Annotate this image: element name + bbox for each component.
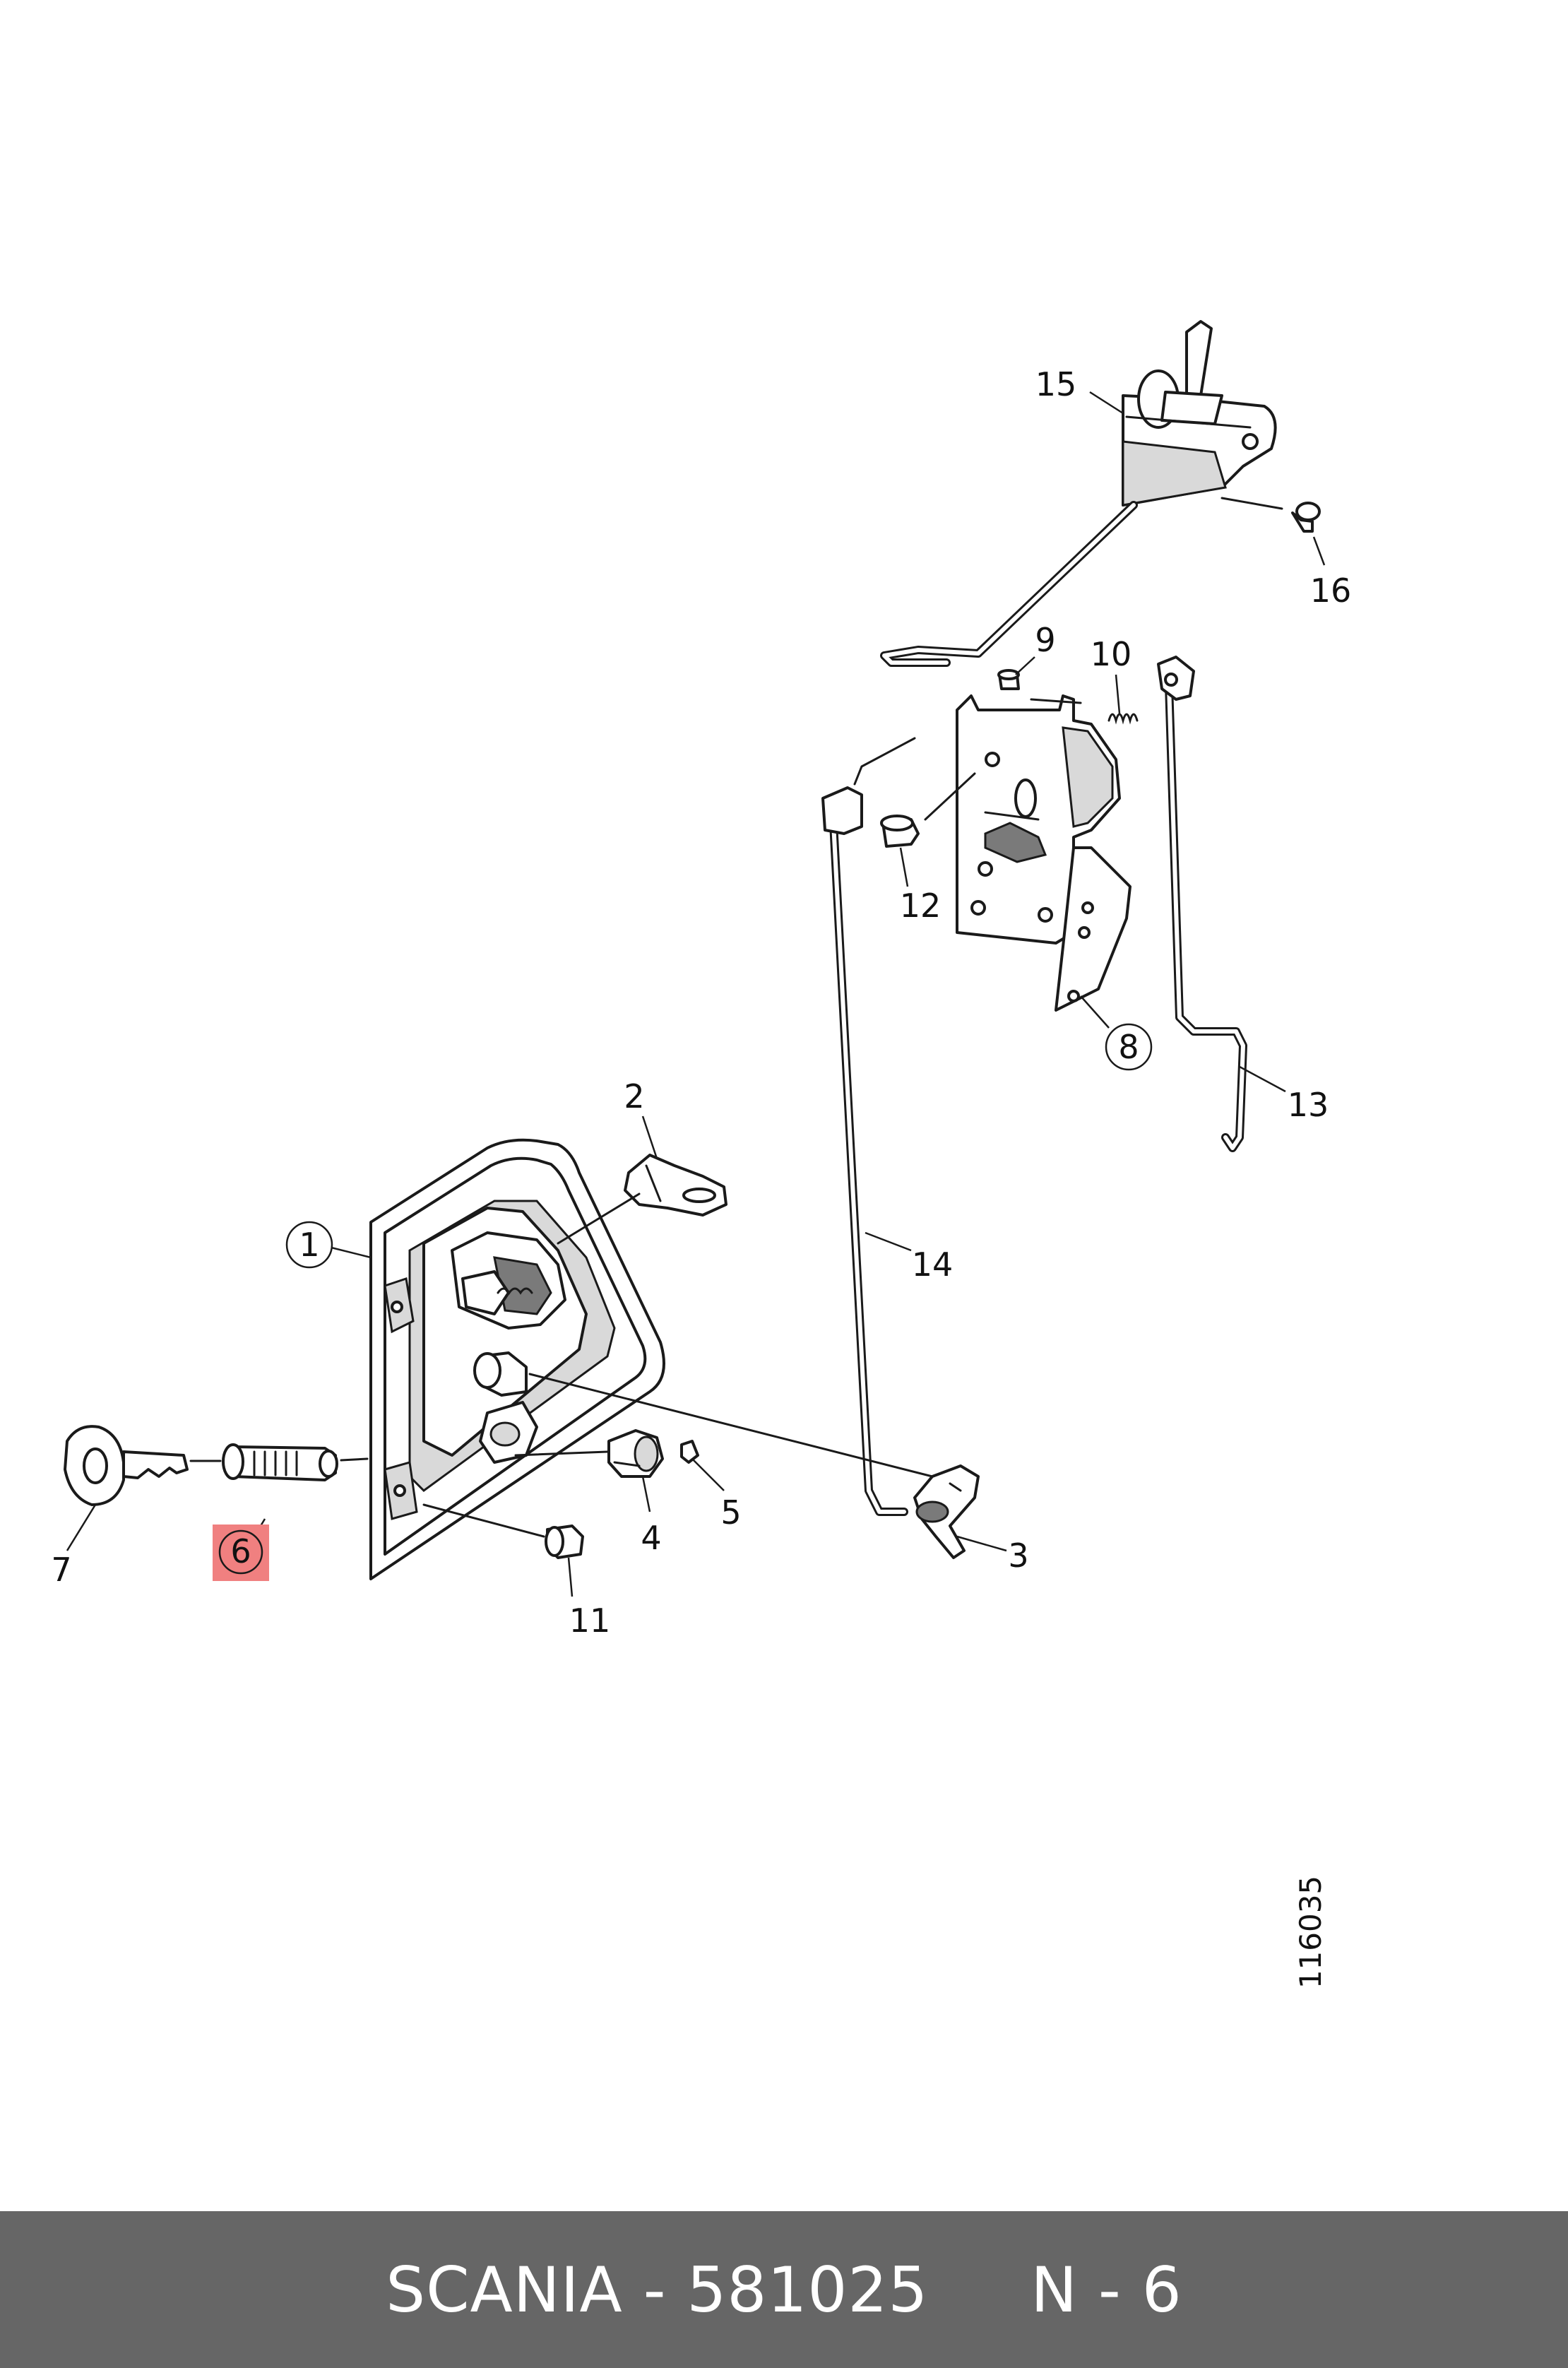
- part-2-clip: [624, 1154, 727, 1216]
- part-11-screw: [545, 1525, 584, 1559]
- callout-13: 13: [1288, 1086, 1329, 1124]
- assembly-lines: [189, 497, 1283, 1538]
- part-16-screw: [1291, 502, 1321, 533]
- part-9-clip: [997, 669, 1020, 690]
- callout-10: 10: [1091, 635, 1132, 673]
- exploded-parts-diagram: 1 2 3 4 5 6 7 8 9 10 11 12 13 14 15 16 1…: [51, 320, 1352, 1989]
- part-7-key: [64, 1425, 189, 1506]
- callout-circle-6: [218, 1529, 263, 1575]
- callout-6-highlight: [213, 1525, 269, 1581]
- part-6-lock-cylinder: [222, 1443, 338, 1481]
- callout-8: 8: [1118, 1028, 1139, 1066]
- callout-circle-1: [285, 1221, 333, 1269]
- part-3-lever: [913, 1464, 980, 1559]
- callout-3: 3: [1008, 1537, 1028, 1575]
- footer-reference: N - 6: [1031, 2253, 1182, 2326]
- part-5-sleeve: [680, 1440, 699, 1464]
- drawing-number: 116035: [1293, 1876, 1328, 1989]
- callout-1: 1: [299, 1226, 319, 1264]
- part-15-rod: [880, 501, 1138, 667]
- part-14-rod: [821, 786, 908, 1516]
- footer-part-number: 581025: [687, 2253, 929, 2326]
- footer-brand: SCANIA: [386, 2253, 623, 2326]
- part-12-bushing: [880, 815, 920, 848]
- part-8-lock-body: [956, 694, 1132, 1012]
- callout-5: 5: [720, 1493, 741, 1532]
- part-13-rod: [1157, 656, 1247, 1152]
- part-10-spring: [1107, 713, 1139, 725]
- callout-4: 4: [641, 1519, 661, 1557]
- callout-2: 2: [624, 1077, 644, 1115]
- callout-11: 11: [569, 1602, 611, 1640]
- part-15-catch-bracket: [1122, 320, 1277, 507]
- callout-9: 9: [1035, 621, 1055, 659]
- callout-12: 12: [900, 887, 942, 925]
- footer-text: SCANIA - 581025 N - 6: [386, 2253, 1182, 2326]
- callout-7: 7: [51, 1551, 71, 1589]
- callout-15: 15: [1035, 365, 1077, 403]
- part-1-handle-housing: [369, 1138, 665, 1580]
- footer-bar: SCANIA - 581025 N - 6: [0, 2211, 1568, 2368]
- callout-circle-8: [1105, 1023, 1153, 1071]
- callout-6: 6: [230, 1532, 251, 1570]
- callout-16: 16: [1310, 572, 1352, 610]
- callout-14: 14: [912, 1245, 954, 1284]
- part-4-lock-barrel: [607, 1429, 664, 1478]
